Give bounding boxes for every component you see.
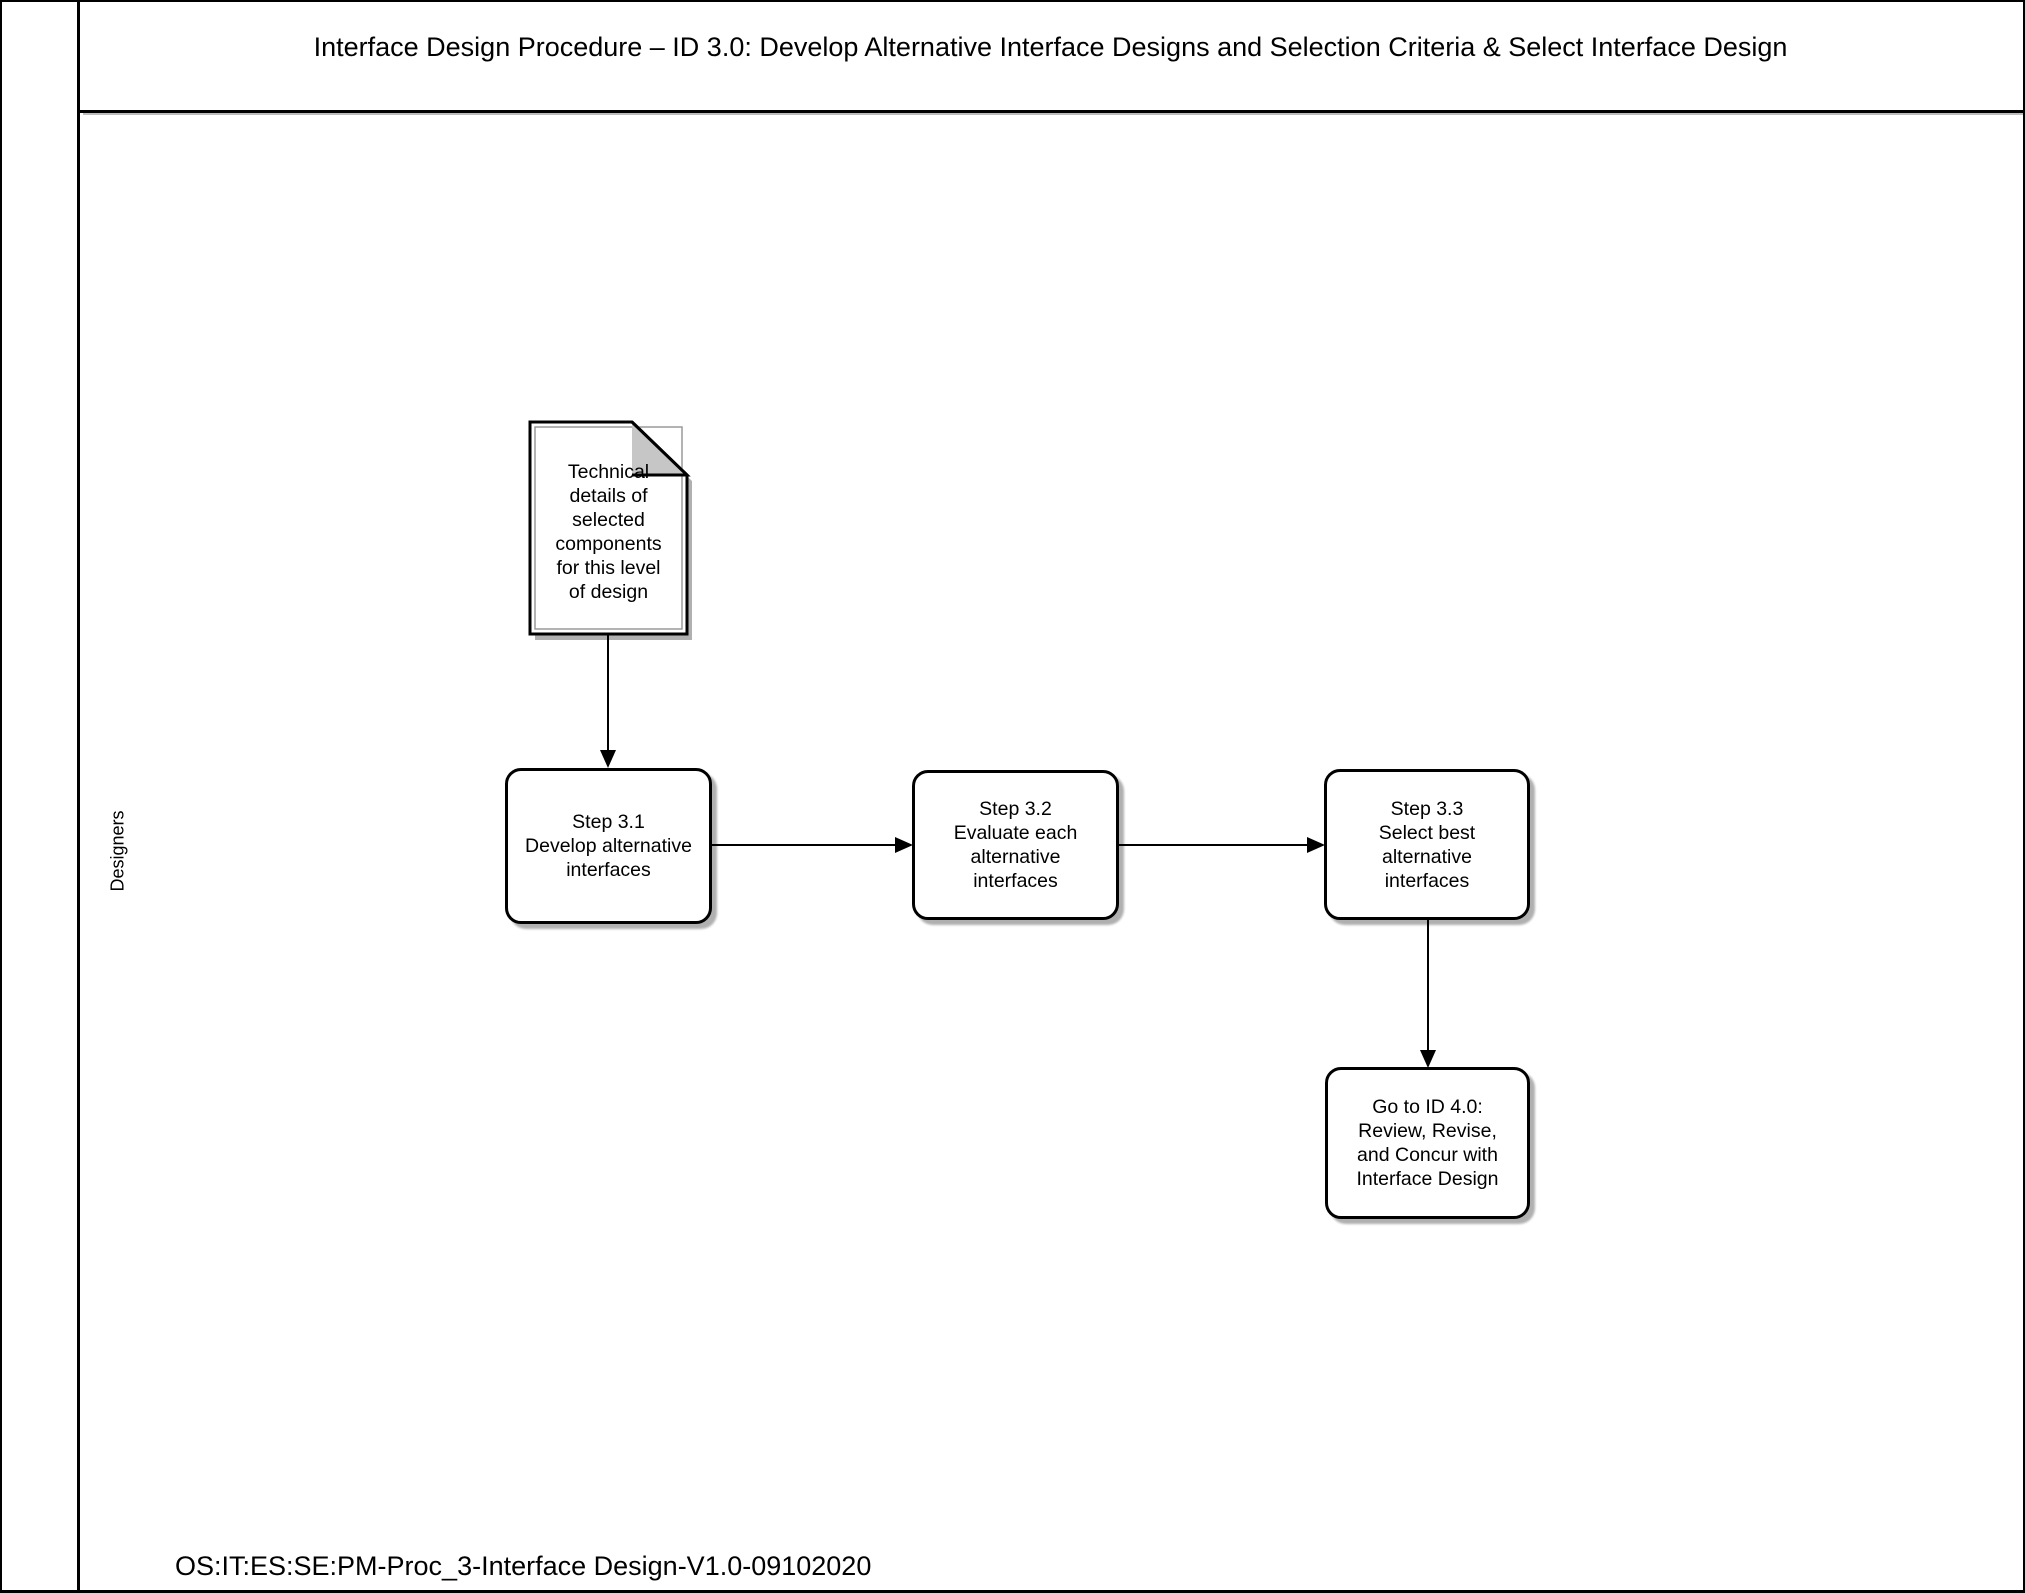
- title-band-separator-line: [77, 110, 2023, 113]
- lane-divider-line: [77, 2, 80, 1591]
- page-bottom-border: [2, 1590, 2023, 1591]
- offpage-connector-box-id-4-0: Go to ID 4.0: Review, Revise, and Concur…: [1325, 1067, 1530, 1219]
- title-band-separator-shadow: [83, 113, 2023, 115]
- process-box-step-3-1: Step 3.1 Develop alternative interfaces: [505, 768, 712, 924]
- document-shape: [528, 420, 692, 640]
- footer-document-id: OS:IT:ES:SE:PM-Proc_3-Interface Design-V…: [175, 1551, 872, 1581]
- arrowhead-down-id-4-0: [1420, 1050, 1436, 1068]
- document-shape-label: Technical details of selected components…: [555, 461, 662, 603]
- page-title: Interface Design Procedure – ID 3.0: Dev…: [313, 32, 1788, 62]
- arrowhead-down-step-3-1: [600, 750, 616, 768]
- lane-label-designers: Designers: [107, 810, 128, 892]
- process-box-step-3-2: Step 3.2 Evaluate each alternative inter…: [912, 770, 1119, 920]
- arrowhead-right-step-3-3: [1307, 837, 1325, 853]
- process-box-step-3-3: Step 3.3 Select best alternative interfa…: [1324, 769, 1530, 920]
- document-fold-edge: [630, 420, 691, 477]
- arrowhead-right-step-3-2: [895, 837, 913, 853]
